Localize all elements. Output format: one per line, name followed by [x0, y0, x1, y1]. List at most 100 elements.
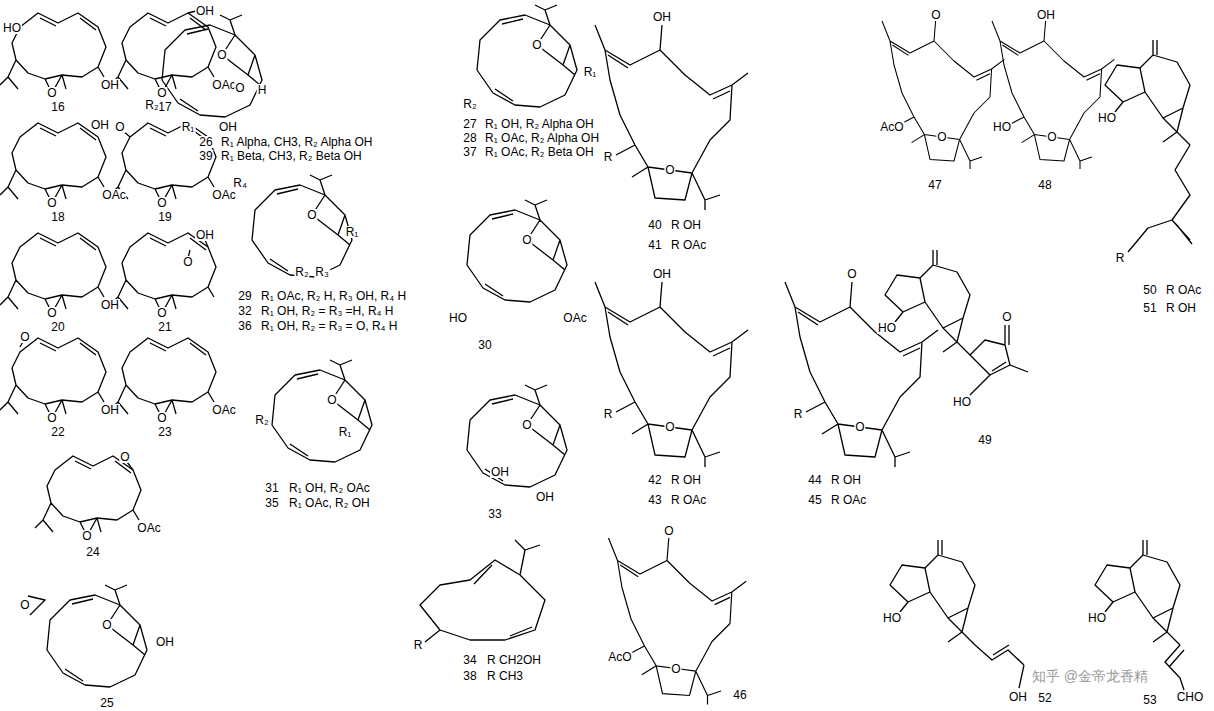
substituent-note: R OAc — [1165, 284, 1202, 296]
atom-label: O — [156, 412, 167, 424]
compound-number: 30 — [477, 339, 492, 351]
atom-label: O — [182, 256, 193, 268]
atom-label: OH — [100, 299, 120, 311]
structure — [882, 21, 1004, 169]
atom-label: R — [1115, 252, 1126, 264]
atom-label: HO — [877, 322, 897, 334]
compound-number: 51 — [1142, 302, 1157, 314]
atom-label: H — [257, 84, 268, 96]
atom-label: O — [19, 331, 30, 343]
atom-label: O — [119, 451, 130, 463]
atom-label: O — [46, 197, 57, 209]
compound-number: 16 — [50, 101, 65, 113]
atom-label: O — [670, 663, 681, 675]
compound-number: 47 — [927, 179, 942, 191]
structures — [0, 5, 1192, 705]
atom-label: OH — [100, 79, 120, 91]
atom-label: O — [326, 394, 337, 406]
compound-number: 45 — [807, 494, 822, 506]
substituent-note: R₁ OH, R₂ Alpha OH — [484, 118, 595, 130]
atom-label: O — [1001, 311, 1012, 323]
atom-label: HO — [2, 22, 22, 34]
atom-label: R₁ — [338, 426, 353, 438]
substituent-note: R OAc — [830, 494, 867, 506]
compound-number: 20 — [50, 321, 65, 333]
atom-label: OAc — [211, 404, 236, 416]
structure — [252, 175, 352, 277]
bond-lines — [14, 10, 208, 615]
atom-label: R₂ — [144, 99, 159, 111]
atom-label: O — [664, 421, 675, 433]
atom-label: O — [846, 268, 857, 280]
structure — [0, 123, 106, 203]
bond-lines — [970, 325, 1028, 395]
substituent-note: R₁ Beta, CH3, R₂ Beta OH — [220, 150, 363, 162]
structure — [110, 233, 216, 313]
atom-label: O — [936, 131, 947, 143]
atom-label: O — [1046, 131, 1057, 143]
compound-number: 53 — [1142, 694, 1157, 706]
atom-label: OH — [195, 5, 215, 17]
structure — [272, 360, 372, 462]
substituent-note: R OH — [830, 474, 862, 486]
structure — [467, 385, 567, 487]
compound-number: 32 — [237, 305, 252, 317]
compound-number: 35 — [264, 497, 279, 509]
structure — [885, 250, 970, 355]
atom-label: O — [156, 307, 167, 319]
atom-label: OH — [155, 636, 175, 648]
atom-label: AcO — [607, 651, 632, 663]
compound-number: 25 — [99, 697, 114, 709]
compound-number: 19 — [157, 211, 172, 223]
atom-label: R — [793, 408, 804, 420]
substituent-note: R OAc — [670, 239, 707, 251]
compound-number: 37 — [462, 146, 477, 158]
compound-number: 34 — [462, 654, 477, 666]
atom-label: OH — [1008, 691, 1028, 703]
structure — [162, 15, 262, 117]
atom-label: O — [46, 412, 57, 424]
substituent-note: R OH — [670, 219, 702, 231]
atom-label: O — [521, 234, 532, 246]
structure — [609, 538, 747, 705]
bond-lines — [975, 645, 1024, 688]
substituent-note: R₁ OH, R₂ OAc — [288, 482, 371, 494]
atom-label: OH — [218, 121, 238, 133]
structure — [467, 200, 567, 302]
compound-number: 21 — [157, 321, 172, 333]
atom-label: O — [46, 87, 57, 99]
atom-label: OH — [90, 119, 110, 131]
atom-label: O — [663, 525, 674, 537]
structure — [0, 338, 106, 418]
compound-number: 27 — [462, 118, 477, 130]
substituent-note: R OH — [670, 474, 702, 486]
atom-label: O — [854, 421, 865, 433]
atom-label: O — [930, 9, 941, 21]
atom-label: HO — [448, 312, 468, 324]
atom-label: OH — [535, 491, 555, 503]
atom-label: O — [664, 164, 675, 176]
atom-label: OH — [652, 268, 672, 280]
structure — [595, 282, 748, 467]
compound-number: 41 — [647, 239, 662, 251]
atom-label: O — [114, 121, 125, 133]
compound-number: 29 — [237, 290, 252, 302]
atom-label: R — [413, 639, 424, 651]
bond-lines — [420, 540, 545, 642]
atom-label: HO — [1097, 112, 1117, 124]
atom-label: R₁ — [345, 226, 360, 238]
atom-label: HO — [952, 396, 972, 408]
substituent-note: R OH — [1165, 302, 1197, 314]
substituent-note: R₁ OAc, R₂ OH — [288, 497, 371, 509]
compound-number: 43 — [647, 494, 662, 506]
atom-label: R₂ — [294, 266, 309, 278]
atom-label: R₁ — [181, 121, 196, 133]
atom-label: HO — [992, 121, 1012, 133]
atom-label: OH — [195, 229, 215, 241]
substituent-note: R CH3 — [486, 670, 524, 682]
atom-label: O — [101, 619, 112, 631]
compound-number: 28 — [462, 132, 477, 144]
structure — [110, 338, 216, 418]
compound-number: 23 — [157, 426, 172, 438]
